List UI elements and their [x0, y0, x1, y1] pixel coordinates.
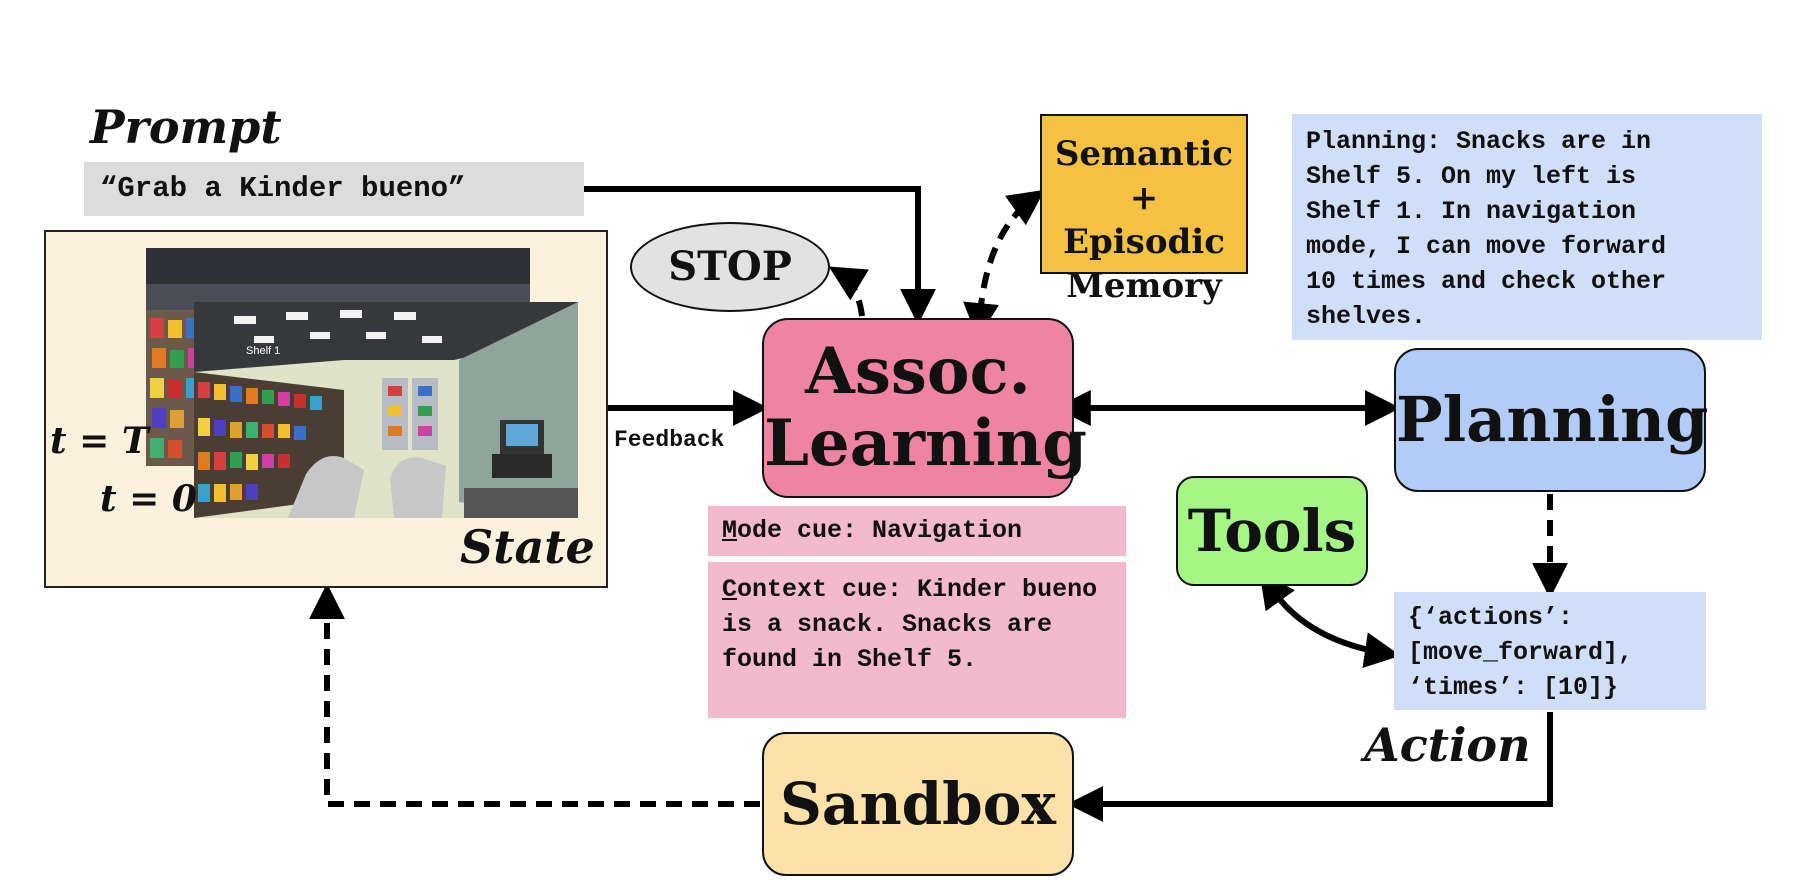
- arrow-assoc-to-stop: [828, 266, 869, 317]
- arrow-tools-action: [1259, 571, 1401, 669]
- action-code-line-2: [move_forward],: [1408, 638, 1634, 667]
- memory-node: Semantic + Episodic Memory: [1040, 114, 1248, 306]
- planning-thought-text: Planning: Snacks are in Shelf 5. On my l…: [1292, 114, 1762, 340]
- prompt-title: Prompt: [90, 100, 282, 154]
- mode-cue: Mode cue: Navigation: [708, 506, 1126, 556]
- mode-cue-text: ode cue: Navigation: [737, 516, 1023, 545]
- action-code: {‘actions’: [move_forward], ‘times’: [10…: [1394, 592, 1706, 710]
- prompt-text: “Grab a Kinder bueno”: [84, 162, 584, 216]
- state-frame-t-0: Shelf 1: [194, 302, 578, 518]
- label-t-T: t = T: [50, 420, 149, 462]
- assoc-learning-node: Assoc. Learning: [762, 318, 1088, 498]
- sandbox-node: Sandbox: [762, 732, 1074, 876]
- label-t-0: t = 0: [100, 478, 197, 520]
- memory-line-3: Memory: [1066, 266, 1222, 306]
- assoc-line-1: Assoc.: [805, 334, 1031, 409]
- stop-node: STOP: [630, 222, 830, 312]
- shelf-sign: Shelf 1: [246, 345, 280, 357]
- mode-cue-initial: M: [722, 516, 738, 545]
- context-cue: Context cue: Kinder bueno is a snack. Sn…: [708, 562, 1126, 718]
- feedback-label: Feedback: [614, 427, 725, 453]
- memory-line-1: Semantic +: [1054, 134, 1234, 218]
- tools-node: Tools: [1176, 476, 1368, 586]
- assoc-line-2: Learning: [764, 406, 1088, 481]
- action-code-line-3: ‘times’: [10]}: [1408, 673, 1619, 702]
- action-label: Action: [1364, 718, 1531, 772]
- arrow-action-to-sandbox: [1067, 712, 1553, 822]
- context-cue-initial: C: [722, 575, 738, 604]
- action-code-line-1: {‘actions’:: [1408, 603, 1574, 632]
- context-cue-text: ontext cue: Kinder bueno is a snack. Sna…: [722, 575, 1098, 674]
- arrow-memory-assoc: [963, 189, 1045, 340]
- arrow-prompt-to-assoc: [584, 186, 936, 325]
- planning-node: Planning: [1394, 348, 1708, 492]
- memory-line-2: Episodic: [1063, 222, 1225, 262]
- state-label: State: [460, 520, 595, 574]
- arrow-sandbox-to-state: [309, 583, 760, 807]
